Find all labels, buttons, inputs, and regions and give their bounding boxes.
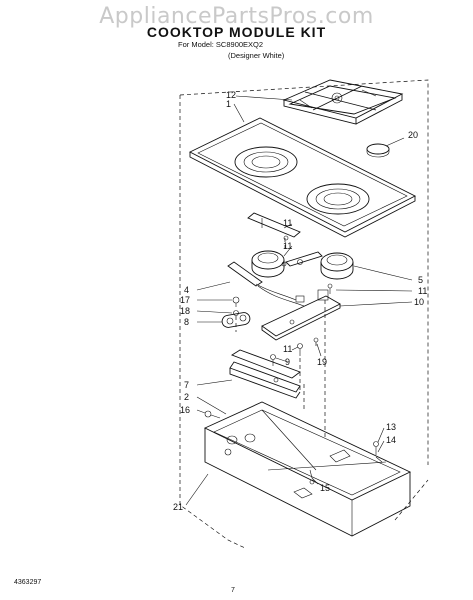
mounting-bracket [261,289,341,341]
label-14: 14 [386,435,396,445]
screws-middle [270,235,333,390]
label-1: 1 [226,99,231,109]
watermark: AppliancePartsPros.com [99,4,374,29]
burner-gasket [221,312,251,328]
assembly-frame [179,79,429,549]
burner-cap [366,143,390,158]
page-number: 7 [231,587,235,594]
label-4: 4 [184,285,189,295]
leader-lines [185,95,413,506]
diagram-title: COOKTOP MODULE KIT [146,24,327,40]
model-line: For Model: SC8900EXQ2 [178,40,264,49]
label-2: 2 [184,392,189,402]
label-20: 20 [408,130,418,140]
box-screw [373,441,383,463]
label-11-a: 11 [283,218,292,228]
label-17: 17 [180,295,190,305]
document-number: 4363297 [14,579,42,586]
label-18: 18 [180,306,190,316]
label-19: 19 [317,357,327,367]
label-11-c: 11 [418,286,427,296]
label-8: 8 [184,317,189,327]
label-10: 10 [414,297,424,307]
label-16: 16 [180,405,190,415]
label-5: 5 [418,275,423,285]
label-7: 7 [184,380,189,390]
label-21: 21 [173,502,183,512]
burner-base [229,300,326,440]
label-11-b: 11 [283,241,292,251]
label-9: 9 [285,357,290,367]
burner-grate [282,79,404,125]
igniter-assembly [227,261,305,307]
label-15: 15 [320,483,330,493]
label-12: 12 [226,90,236,100]
burner-box [203,401,412,537]
label-11-d: 11 [283,344,292,354]
screws-left [232,296,240,332]
label-13: 13 [386,422,396,432]
variant-line: (Designer White) [228,51,285,60]
grommet [204,410,221,419]
cooktop-top [188,117,416,238]
burner-heads [251,250,354,280]
part-labels: 12 1 20 11 11 5 11 10 4 17 18 8 11 9 19 … [173,90,427,512]
